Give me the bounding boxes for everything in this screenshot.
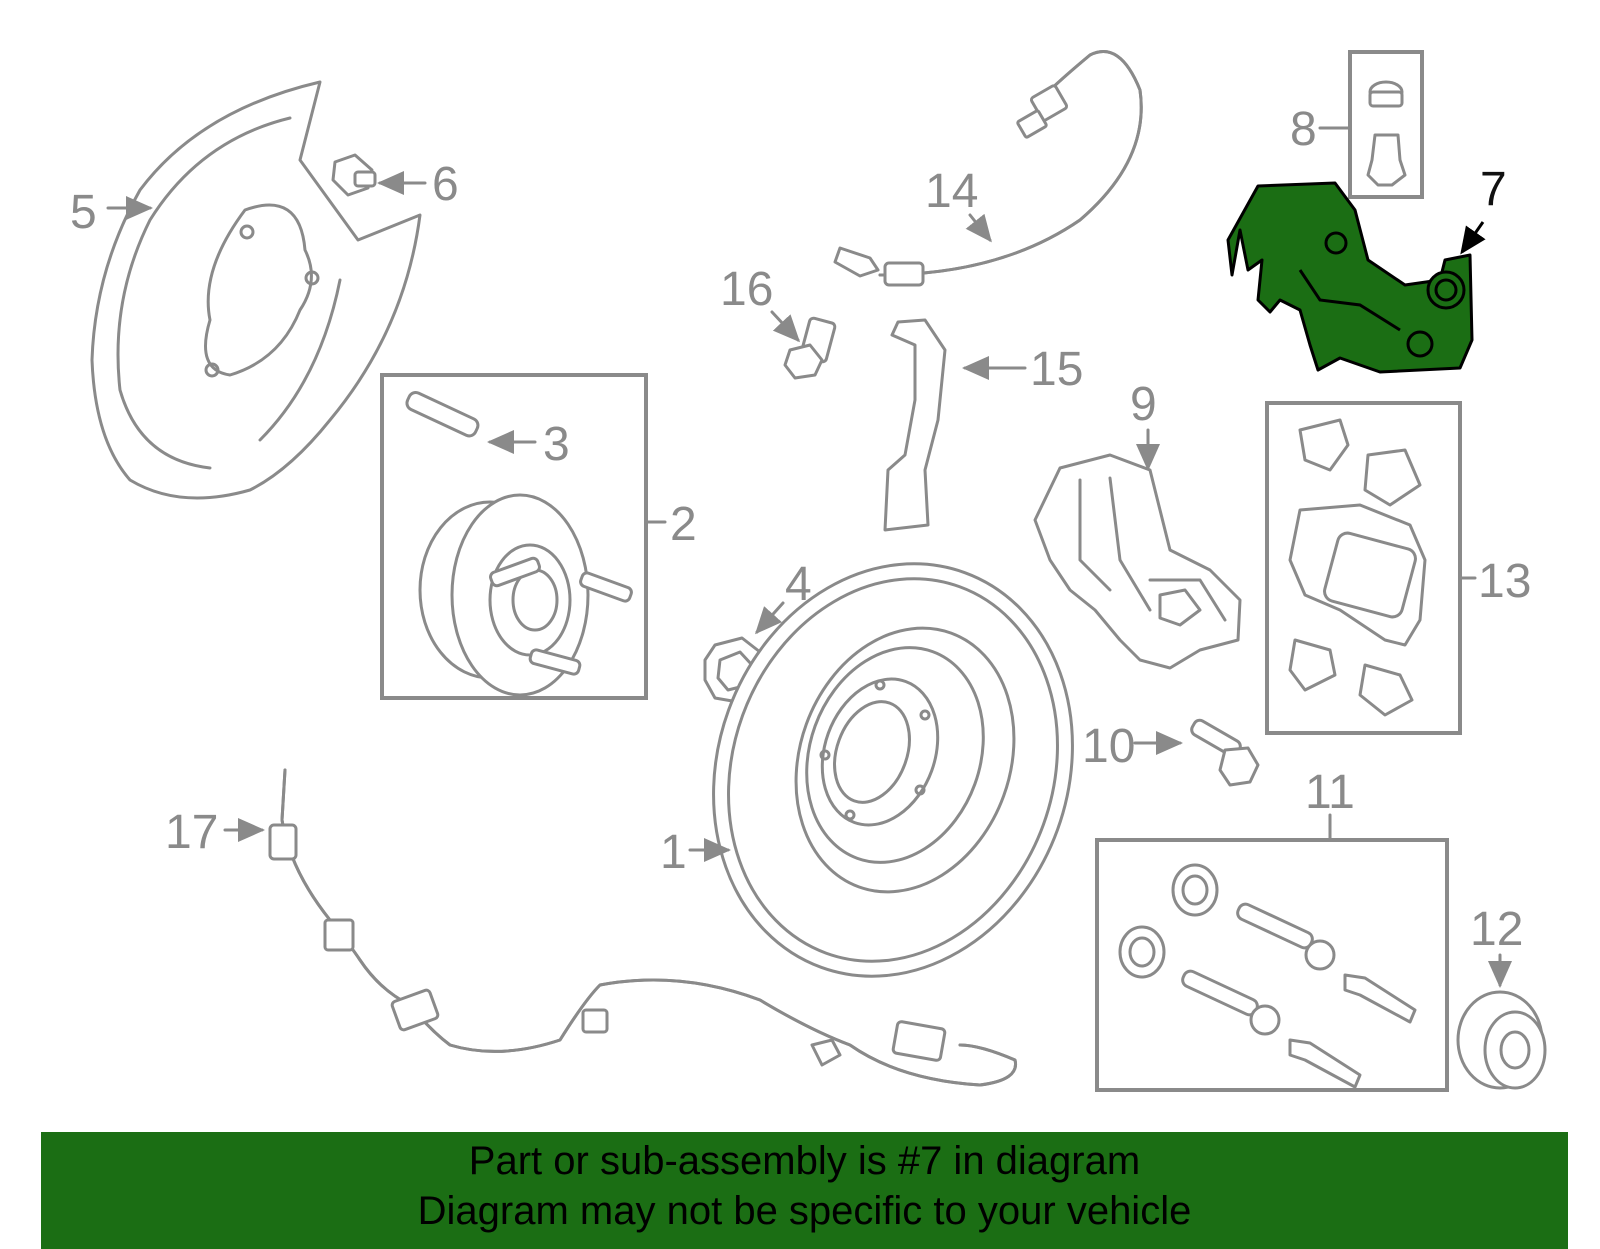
part-9-caliper[interactable]: 9 [1033, 378, 1242, 670]
part-8-cap-and-bleeder[interactable]: 8 [1290, 50, 1424, 199]
label-6: 6 [432, 158, 459, 211]
part-6-bolt[interactable]: 6 [331, 153, 459, 211]
label-13: 13 [1478, 555, 1531, 608]
label-17: 17 [165, 806, 218, 859]
label-1: 1 [660, 826, 687, 879]
label-9: 9 [1130, 378, 1157, 431]
label-2: 2 [670, 498, 697, 551]
label-11: 11 [1305, 766, 1355, 819]
label-8: 8 [1290, 103, 1317, 156]
part-7-caliper-highlighted[interactable]: 7 [1226, 163, 1507, 374]
part-15-bracket[interactable]: 15 [883, 318, 1083, 532]
part-17-abs-sensor[interactable]: 17 [165, 768, 1018, 1087]
label-14: 14 [925, 165, 978, 218]
label-16: 16 [720, 263, 773, 316]
label-15: 15 [1030, 343, 1083, 396]
label-3: 3 [543, 418, 570, 471]
part-16-bolt[interactable]: 16 [720, 263, 837, 380]
part-13-brake-pads[interactable]: 13 [1265, 401, 1531, 735]
part-14-brake-hose[interactable]: 14 [833, 50, 1143, 287]
part-12-fitting[interactable]: 12 [1456, 903, 1547, 1090]
part-1-brake-rotor[interactable]: 1 [657, 513, 1130, 1027]
part-10-bolt[interactable]: 10 [1082, 718, 1260, 787]
label-5: 5 [70, 186, 97, 239]
parts-diagram: 5 6 3 2 14 16 [70, 50, 1547, 1092]
part-5-dust-shield[interactable]: 5 [70, 80, 422, 500]
banner-line-2: Diagram may not be specific to your vehi… [417, 1189, 1192, 1233]
banner-line-1: Part or sub-assembly is #7 in diagram [468, 1139, 1141, 1183]
part-11-pins-and-boots[interactable]: 11 [1095, 766, 1449, 1092]
part-2-hub-assembly[interactable]: 3 2 [380, 373, 697, 700]
label-10: 10 [1082, 720, 1135, 773]
label-12: 12 [1470, 903, 1523, 956]
info-banner: Part or sub-assembly is #7 in diagram Di… [41, 1132, 1568, 1249]
label-7: 7 [1480, 163, 1507, 216]
